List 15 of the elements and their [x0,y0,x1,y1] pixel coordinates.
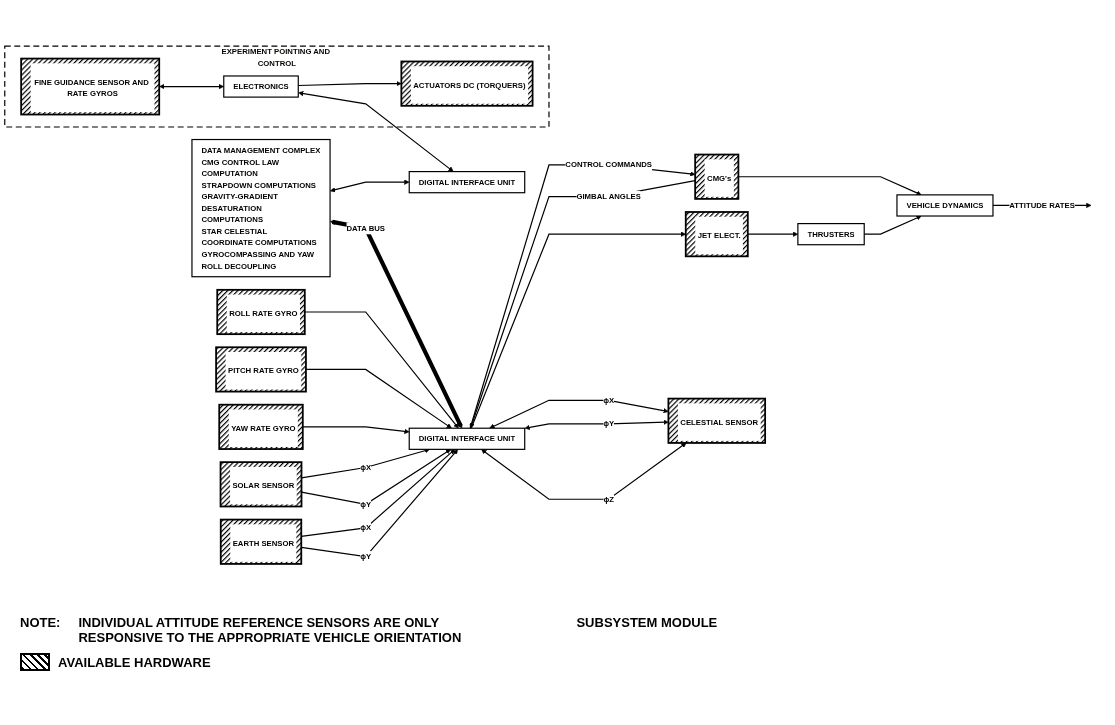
arrow [524,419,669,430]
arrow [470,231,686,429]
arrow [330,179,410,193]
note-label: NOTE: [20,615,61,630]
arrow [489,399,669,429]
arrow [298,90,454,172]
note-text: INDIVIDUAL ATTITUDE REFERENCE SENSORS ARE ONLY RESPONSIVE TO THE APPROPRIATE VEHICLE ORIENTATION [78,615,463,645]
arrow [302,426,410,435]
arrow [159,83,224,90]
caption-text: SUBSYSTEM MODULE [576,615,718,630]
arrow [330,219,463,429]
arrow [304,311,459,429]
legend-label: AVAILABLE HARDWARE [58,654,211,670]
arrow [305,368,452,429]
arrow [481,442,687,500]
